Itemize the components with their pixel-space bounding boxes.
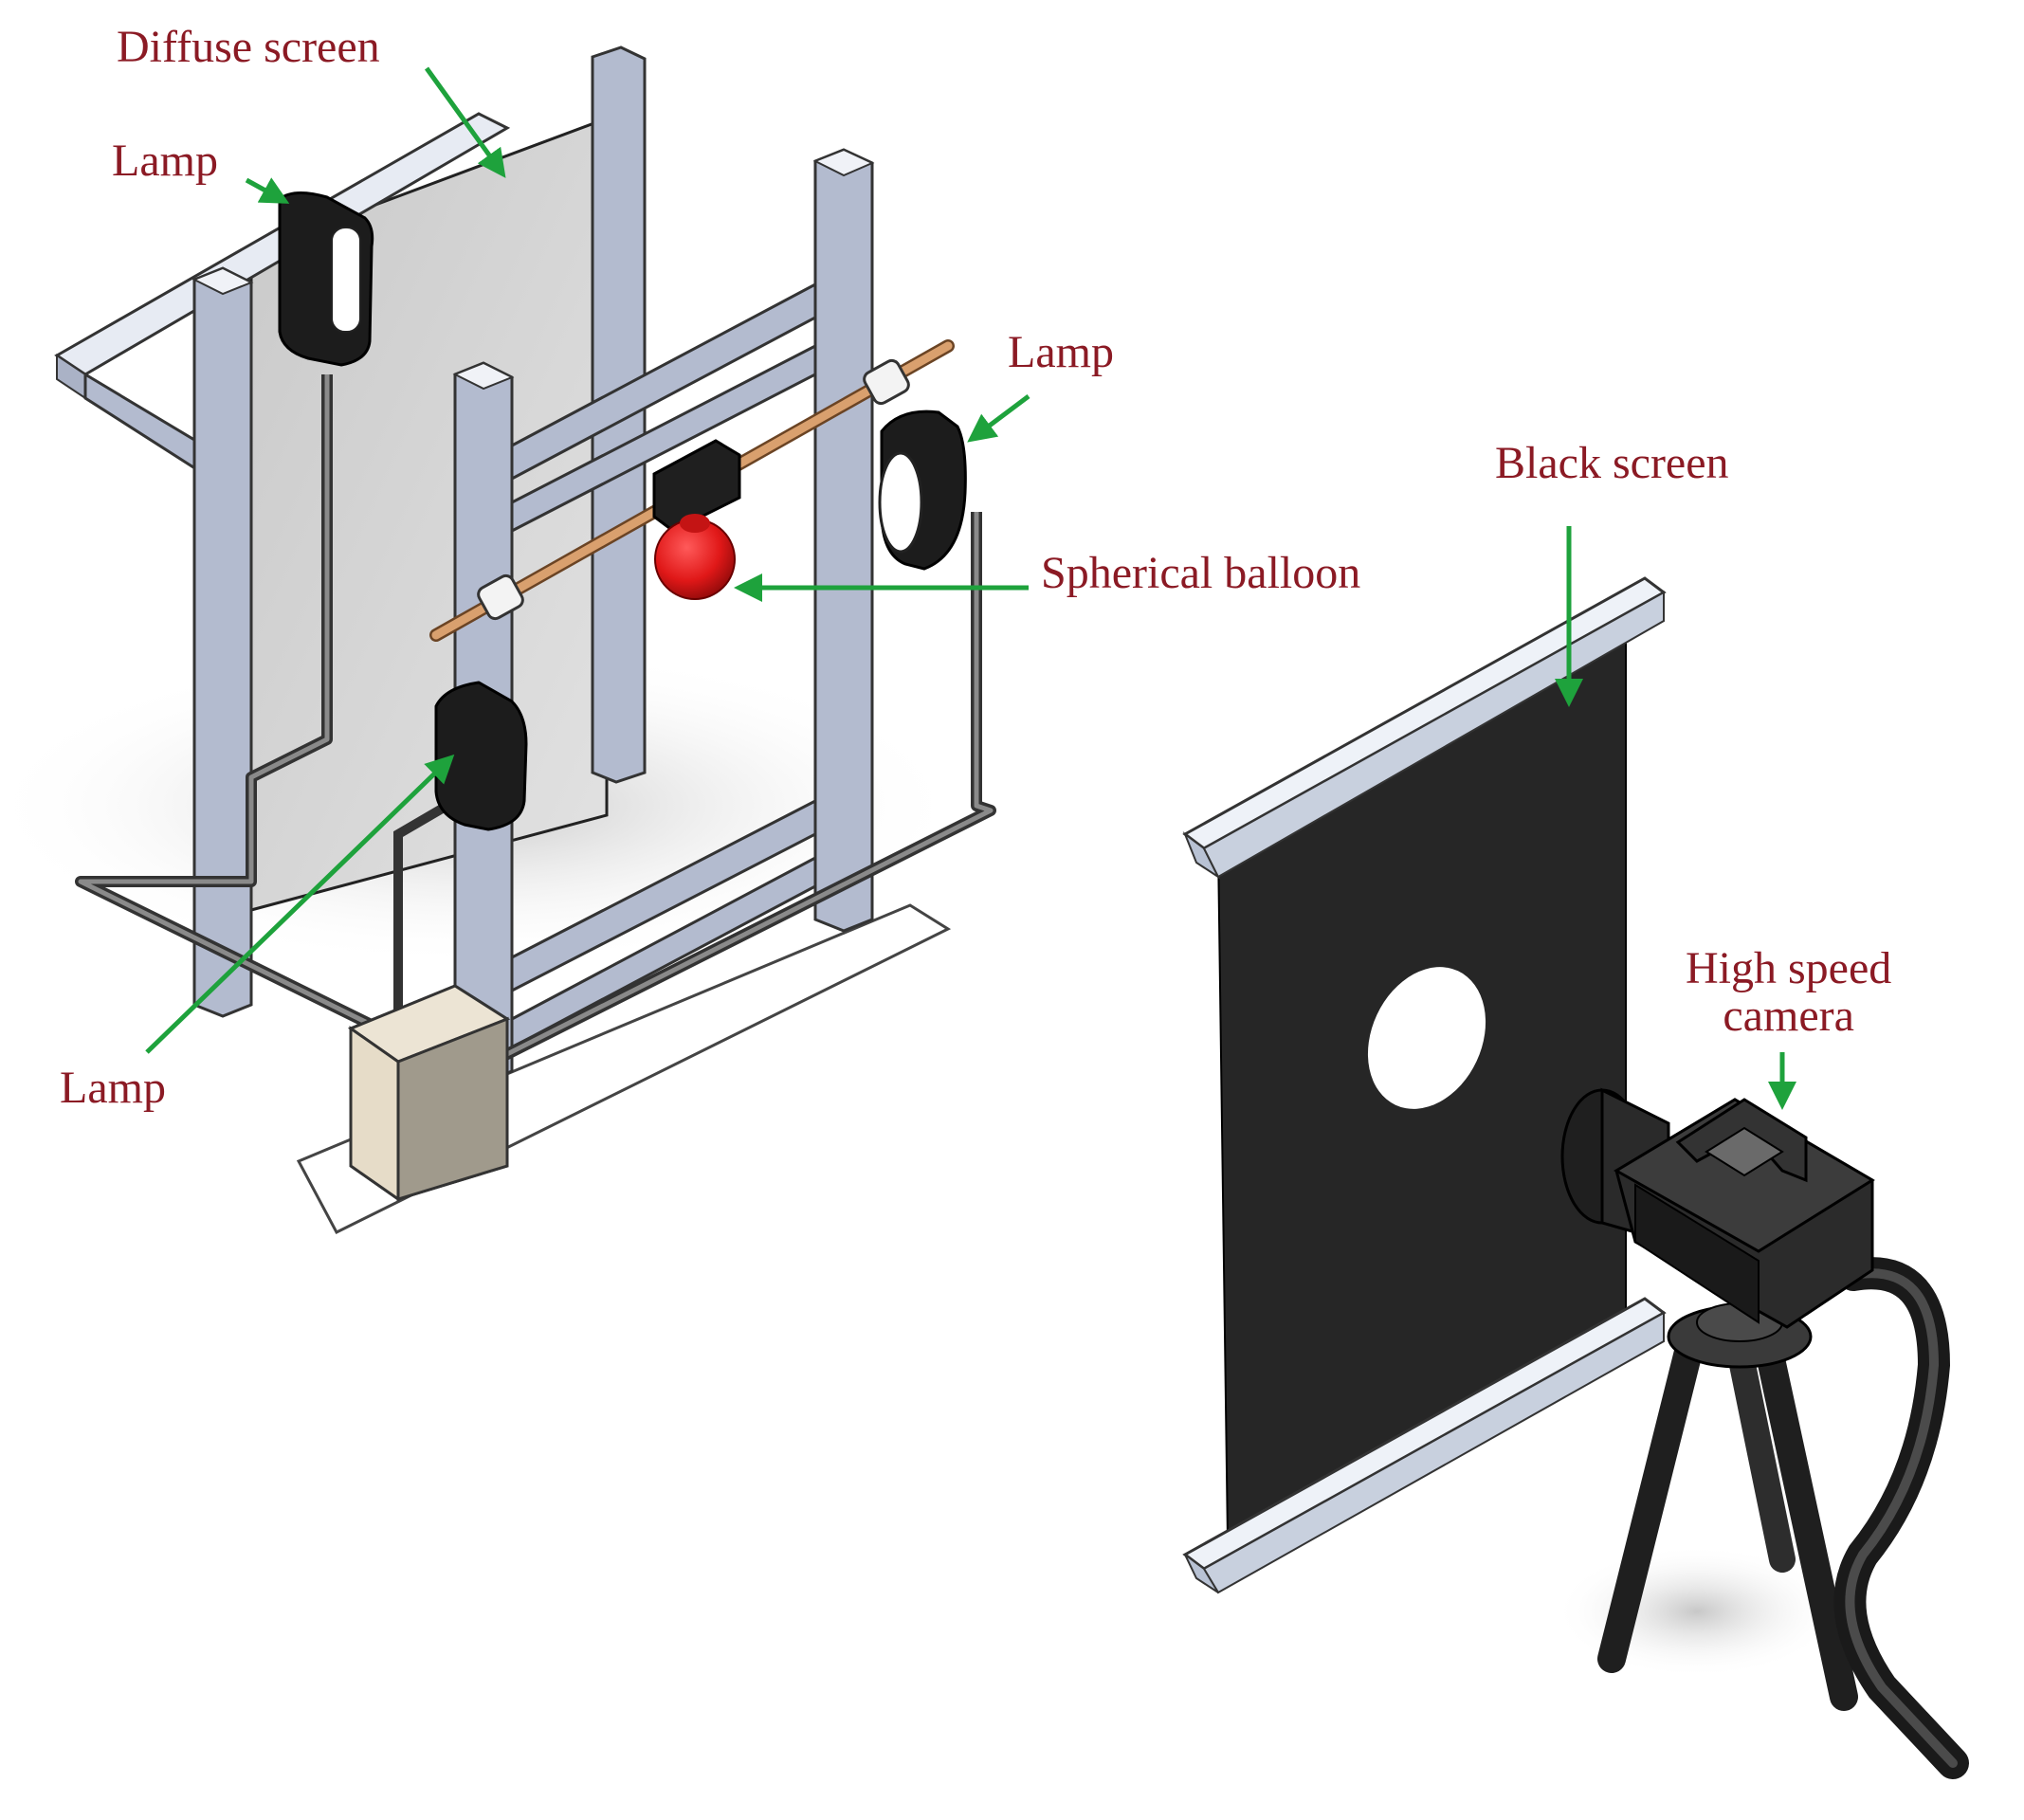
label-diffuse-screen: Diffuse screen <box>117 22 380 72</box>
screen-aperture <box>1367 967 1486 1109</box>
arrow-lamp-right <box>967 394 1030 443</box>
front-frame-beam-top <box>510 282 817 482</box>
front-left-post <box>192 266 253 1018</box>
tripod-leg-left <box>1597 1322 1706 1673</box>
black-screen-assembly <box>1182 576 1667 1594</box>
camera-cable-highlight <box>1845 1268 1958 1768</box>
annotation-arrows <box>145 66 1796 1110</box>
label-black-screen: Black screen <box>1495 438 1729 488</box>
power-box <box>347 984 511 1202</box>
rod-clamp-right <box>863 358 910 406</box>
lamp-icon <box>434 681 528 831</box>
balloon-holder <box>652 439 741 533</box>
front-frame-post-b-top <box>812 148 875 177</box>
label-spherical-balloon: Spherical balloon <box>1041 548 1361 598</box>
front-frame-beam-bottom <box>510 855 817 1050</box>
arrow-lamp-top <box>245 177 290 204</box>
left-side-arm <box>83 372 206 477</box>
front-frame-beam-mid <box>510 343 817 534</box>
arrow-diffuse-screen <box>424 66 506 178</box>
rig-assembly <box>0 46 996 1234</box>
tripod-leg-center <box>1726 1338 1796 1573</box>
front-frame-post-a-top <box>452 361 515 391</box>
label-lamp-right: Lamp <box>1008 327 1114 377</box>
black-screen-bottom-bar-side <box>1184 1554 1219 1593</box>
label-high-speed-camera: High speed camera <box>1686 943 1892 1042</box>
arrow-lamp-bottom <box>145 754 455 1054</box>
lamp-icon <box>278 191 374 367</box>
tripod-leg-right <box>1754 1332 1858 1711</box>
camera-tripod-assembly <box>1555 1087 1969 1779</box>
lamp-icon <box>878 410 967 571</box>
black-screen-top-bar-front <box>1202 591 1665 879</box>
rod-clamp-left <box>477 573 524 621</box>
tripod-shadow <box>1555 1545 1839 1678</box>
front-left-post-top <box>191 266 254 296</box>
label-lamp-bottom: Lamp <box>60 1063 166 1113</box>
label-lamp-top: Lamp <box>112 136 218 186</box>
front-frame-post-b <box>813 148 874 933</box>
balloon-neck <box>680 514 710 533</box>
front-frame-beam-low <box>510 798 817 993</box>
camera-icon <box>1560 1087 1875 1329</box>
